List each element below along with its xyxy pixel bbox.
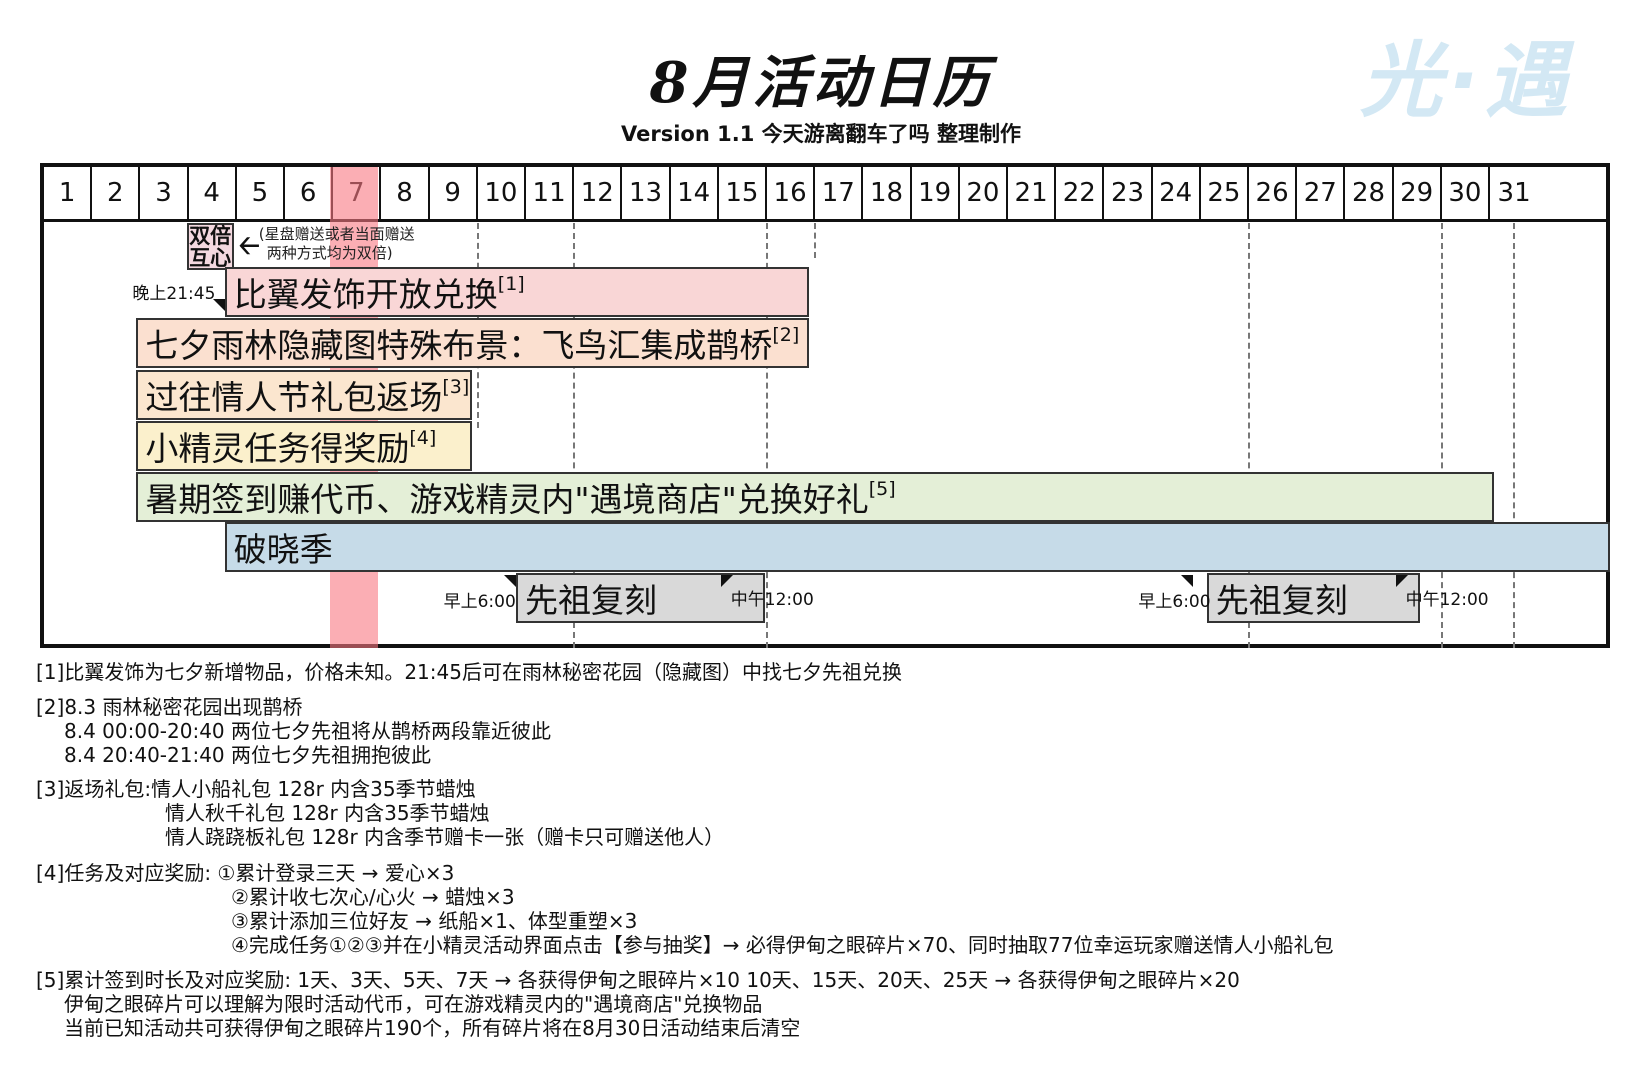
event-bar-qixi-rainforest: 七夕雨林隐藏图特殊布景：飞鸟汇集成鹊桥[2]	[136, 318, 810, 368]
dashed-gridline	[1440, 223, 1443, 648]
time-marker-icon	[1180, 575, 1193, 587]
day-cell-19: 19	[912, 167, 960, 219]
footnote-4: [4]任务及对应奖励: ①累计登录三天 → 爱心×3	[36, 861, 455, 885]
day-cell-29: 29	[1394, 167, 1442, 219]
time-label-morning-2: 早上6:00	[1138, 592, 1211, 612]
footnote-4-line-4: ④完成任务①②③并在小精灵活动界面点击【参与抽奖】→ 必得伊甸之眼碎片×70、同…	[231, 933, 1334, 957]
footnote-3-line-3: 情人跷跷板礼包 128r 内含季节赠卡一张（赠卡只可赠送他人）	[165, 825, 725, 849]
day-cell-8: 8	[381, 167, 430, 219]
day-cell-31: 31	[1497, 178, 1531, 208]
time-marker-icon	[720, 575, 733, 587]
event-bar-sprite-quest: 小精灵任务得奖励[4]	[136, 421, 472, 471]
dashed-gridline	[814, 223, 817, 258]
dashed-gridline	[573, 223, 576, 648]
day-cell-2: 2	[92, 167, 141, 219]
event-bar-dawn-season: 破晓季	[224, 522, 1610, 572]
footnote-4-line-3: ③累计添加三位好友 → 纸船×1、体型重塑×3	[231, 909, 638, 933]
day-cell-15: 15	[719, 167, 767, 219]
page-title: 8月活动日历	[649, 50, 993, 116]
left-arrow-icon: 🡠	[238, 231, 260, 261]
event-bar-valentine-packs: 过往情人节礼包返场[3]	[136, 370, 472, 420]
double-heart-note: (星盘赠送或者当面赠送 两种方式均为双倍)	[258, 225, 415, 262]
day-cell-10: 10	[478, 167, 526, 219]
event-bar-summer-checkin: 暑期签到赚代币、游戏精灵内"遇境商店"兑换好礼[5]	[136, 472, 1494, 522]
day-cell-16: 16	[767, 167, 816, 219]
header-divider	[44, 219, 1606, 222]
footnote-4-line-2: ②累计收七次心/心火 → 蜡烛×3	[231, 885, 515, 909]
day-cell-20: 20	[960, 167, 1008, 219]
day-cell-30: 30	[1442, 167, 1490, 219]
time-marker-icon	[212, 299, 225, 311]
activity-calendar: 1234567891011121314151617181920212223242…	[40, 163, 1610, 648]
footnote-3: [3]返场礼包:情人小船礼包 128r 内含35季节蜡烛	[36, 777, 476, 801]
time-label-evening: 晚上21:45	[132, 284, 216, 304]
footnote-3-line-2: 情人秋千礼包 128r 内含35季节蜡烛	[165, 801, 490, 825]
day-cell-21: 21	[1008, 167, 1057, 219]
day-cell-18: 18	[863, 167, 912, 219]
day-cell-6: 6	[285, 167, 334, 219]
day-cell-14: 14	[671, 167, 719, 219]
footnote-5-line-2: 伊甸之眼碎片可以理解为限时活动代币，可在游戏精灵内的"遇境商店"兑换物品	[64, 992, 763, 1016]
time-marker-icon	[1395, 575, 1408, 587]
day-cell-26: 26	[1249, 167, 1298, 219]
day-cell-13: 13	[622, 167, 671, 219]
footnote-2-line-2: 8.4 00:00-20:40 两位七夕先祖将从鹊桥两段靠近彼此	[64, 719, 552, 743]
day-cell-28: 28	[1345, 167, 1394, 219]
footnote-5-line-3: 当前已知活动共可获得伊甸之眼碎片190个，所有碎片将在8月30日活动结束后清空	[64, 1016, 801, 1040]
footnote-2: [2]8.3 雨林秘密花园出现鹊桥	[36, 695, 303, 719]
day-cell-11: 11	[526, 167, 575, 219]
dashed-gridline	[1248, 223, 1250, 648]
day-cell-27: 27	[1297, 167, 1346, 219]
day-cell-12: 12	[574, 167, 623, 219]
time-label-noon-1: 中午12:00	[730, 590, 814, 610]
event-bar-spirit-rerun-2: 先祖复刻	[1206, 573, 1420, 623]
day-cell-23: 23	[1104, 167, 1153, 219]
time-label-morning-1: 早上6:00	[443, 592, 516, 612]
day-cell-5: 5	[237, 167, 285, 219]
dashed-gridline	[766, 223, 768, 648]
day-cell-4: 4	[189, 167, 237, 219]
time-marker-icon	[504, 575, 516, 587]
day-cell-17: 17	[815, 167, 864, 219]
day-cell-24: 24	[1153, 167, 1201, 219]
day-cell-1: 1	[44, 167, 93, 219]
dashed-gridline	[1513, 223, 1516, 648]
footnote-1: [1]比翼发饰为七夕新增物品，价格未知。21:45后可在雨林秘密花园（隐藏图）中…	[36, 660, 902, 684]
time-label-noon-2: 中午12:00	[1405, 590, 1489, 610]
footnote-2-line-3: 8.4 20:40-21:40 两位七夕先祖拥抱彼此	[64, 743, 432, 767]
game-logo-watermark: 光·遇	[1360, 34, 1574, 129]
event-bar-wing-accessory: 比翼发饰开放兑换[1]	[224, 267, 810, 317]
footnote-5: [5]累计签到时长及对应奖励: 1天、3天、5天、7天 → 各获得伊甸之眼碎片×…	[36, 968, 1240, 992]
day-cell-9: 9	[430, 167, 478, 219]
double-heart-badge: 双倍 互心	[186, 223, 234, 270]
day-cell-22: 22	[1056, 167, 1105, 219]
day-cell-3: 3	[140, 167, 189, 219]
day-cell-25: 25	[1201, 167, 1249, 219]
page-subtitle: Version 1.1 今天游离翻车了吗 整理制作	[621, 122, 1021, 146]
